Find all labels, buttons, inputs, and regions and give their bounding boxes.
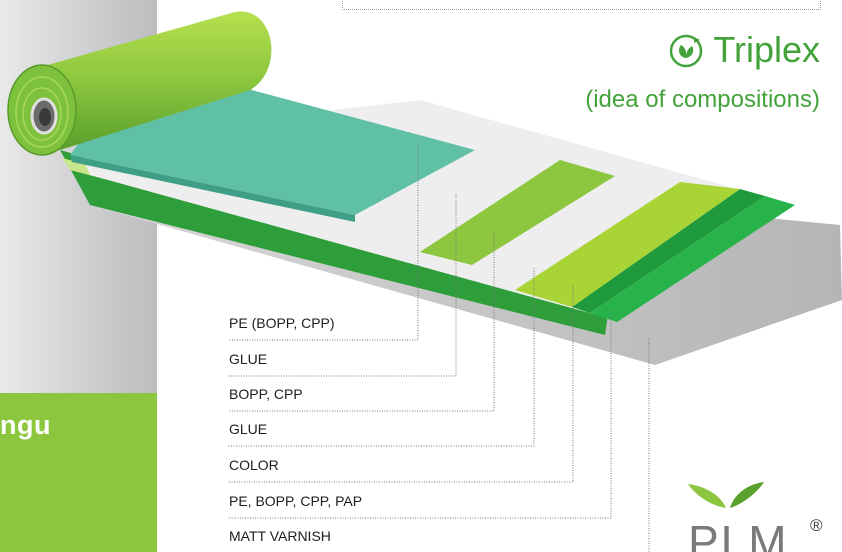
layer-color: [515, 182, 740, 307]
layer-bopp-cpp: [420, 160, 615, 265]
layer-label: COLOR: [229, 457, 279, 473]
layer-pe-bopp-cpp-pap: [590, 196, 795, 322]
plm-logo: [688, 482, 764, 508]
registered-mark: ®: [810, 516, 823, 535]
leader-lines: [228, 145, 650, 552]
layer-label: MATT VARNISH: [229, 528, 331, 544]
brand-subtitle: (idea of compositions): [585, 86, 820, 113]
layer-label: BOPP, CPP: [229, 386, 303, 402]
side-banner: [0, 393, 157, 552]
banner-text: ngu: [0, 410, 51, 440]
leaf-recycle-icon: [670, 34, 703, 68]
roll-body: [30, 11, 272, 150]
logo-text: PLM: [688, 522, 789, 552]
layer-label: GLUE: [229, 421, 268, 437]
top-frame: [342, 0, 821, 10]
layer-label: PE, BOPP, CPP, PAP: [229, 493, 363, 509]
layer-label: GLUE: [229, 351, 268, 367]
brand-name: Triplex: [713, 29, 820, 70]
layer-label: PE (BOPP, CPP): [229, 315, 335, 331]
brand-heading: Triplex: [667, 30, 820, 70]
